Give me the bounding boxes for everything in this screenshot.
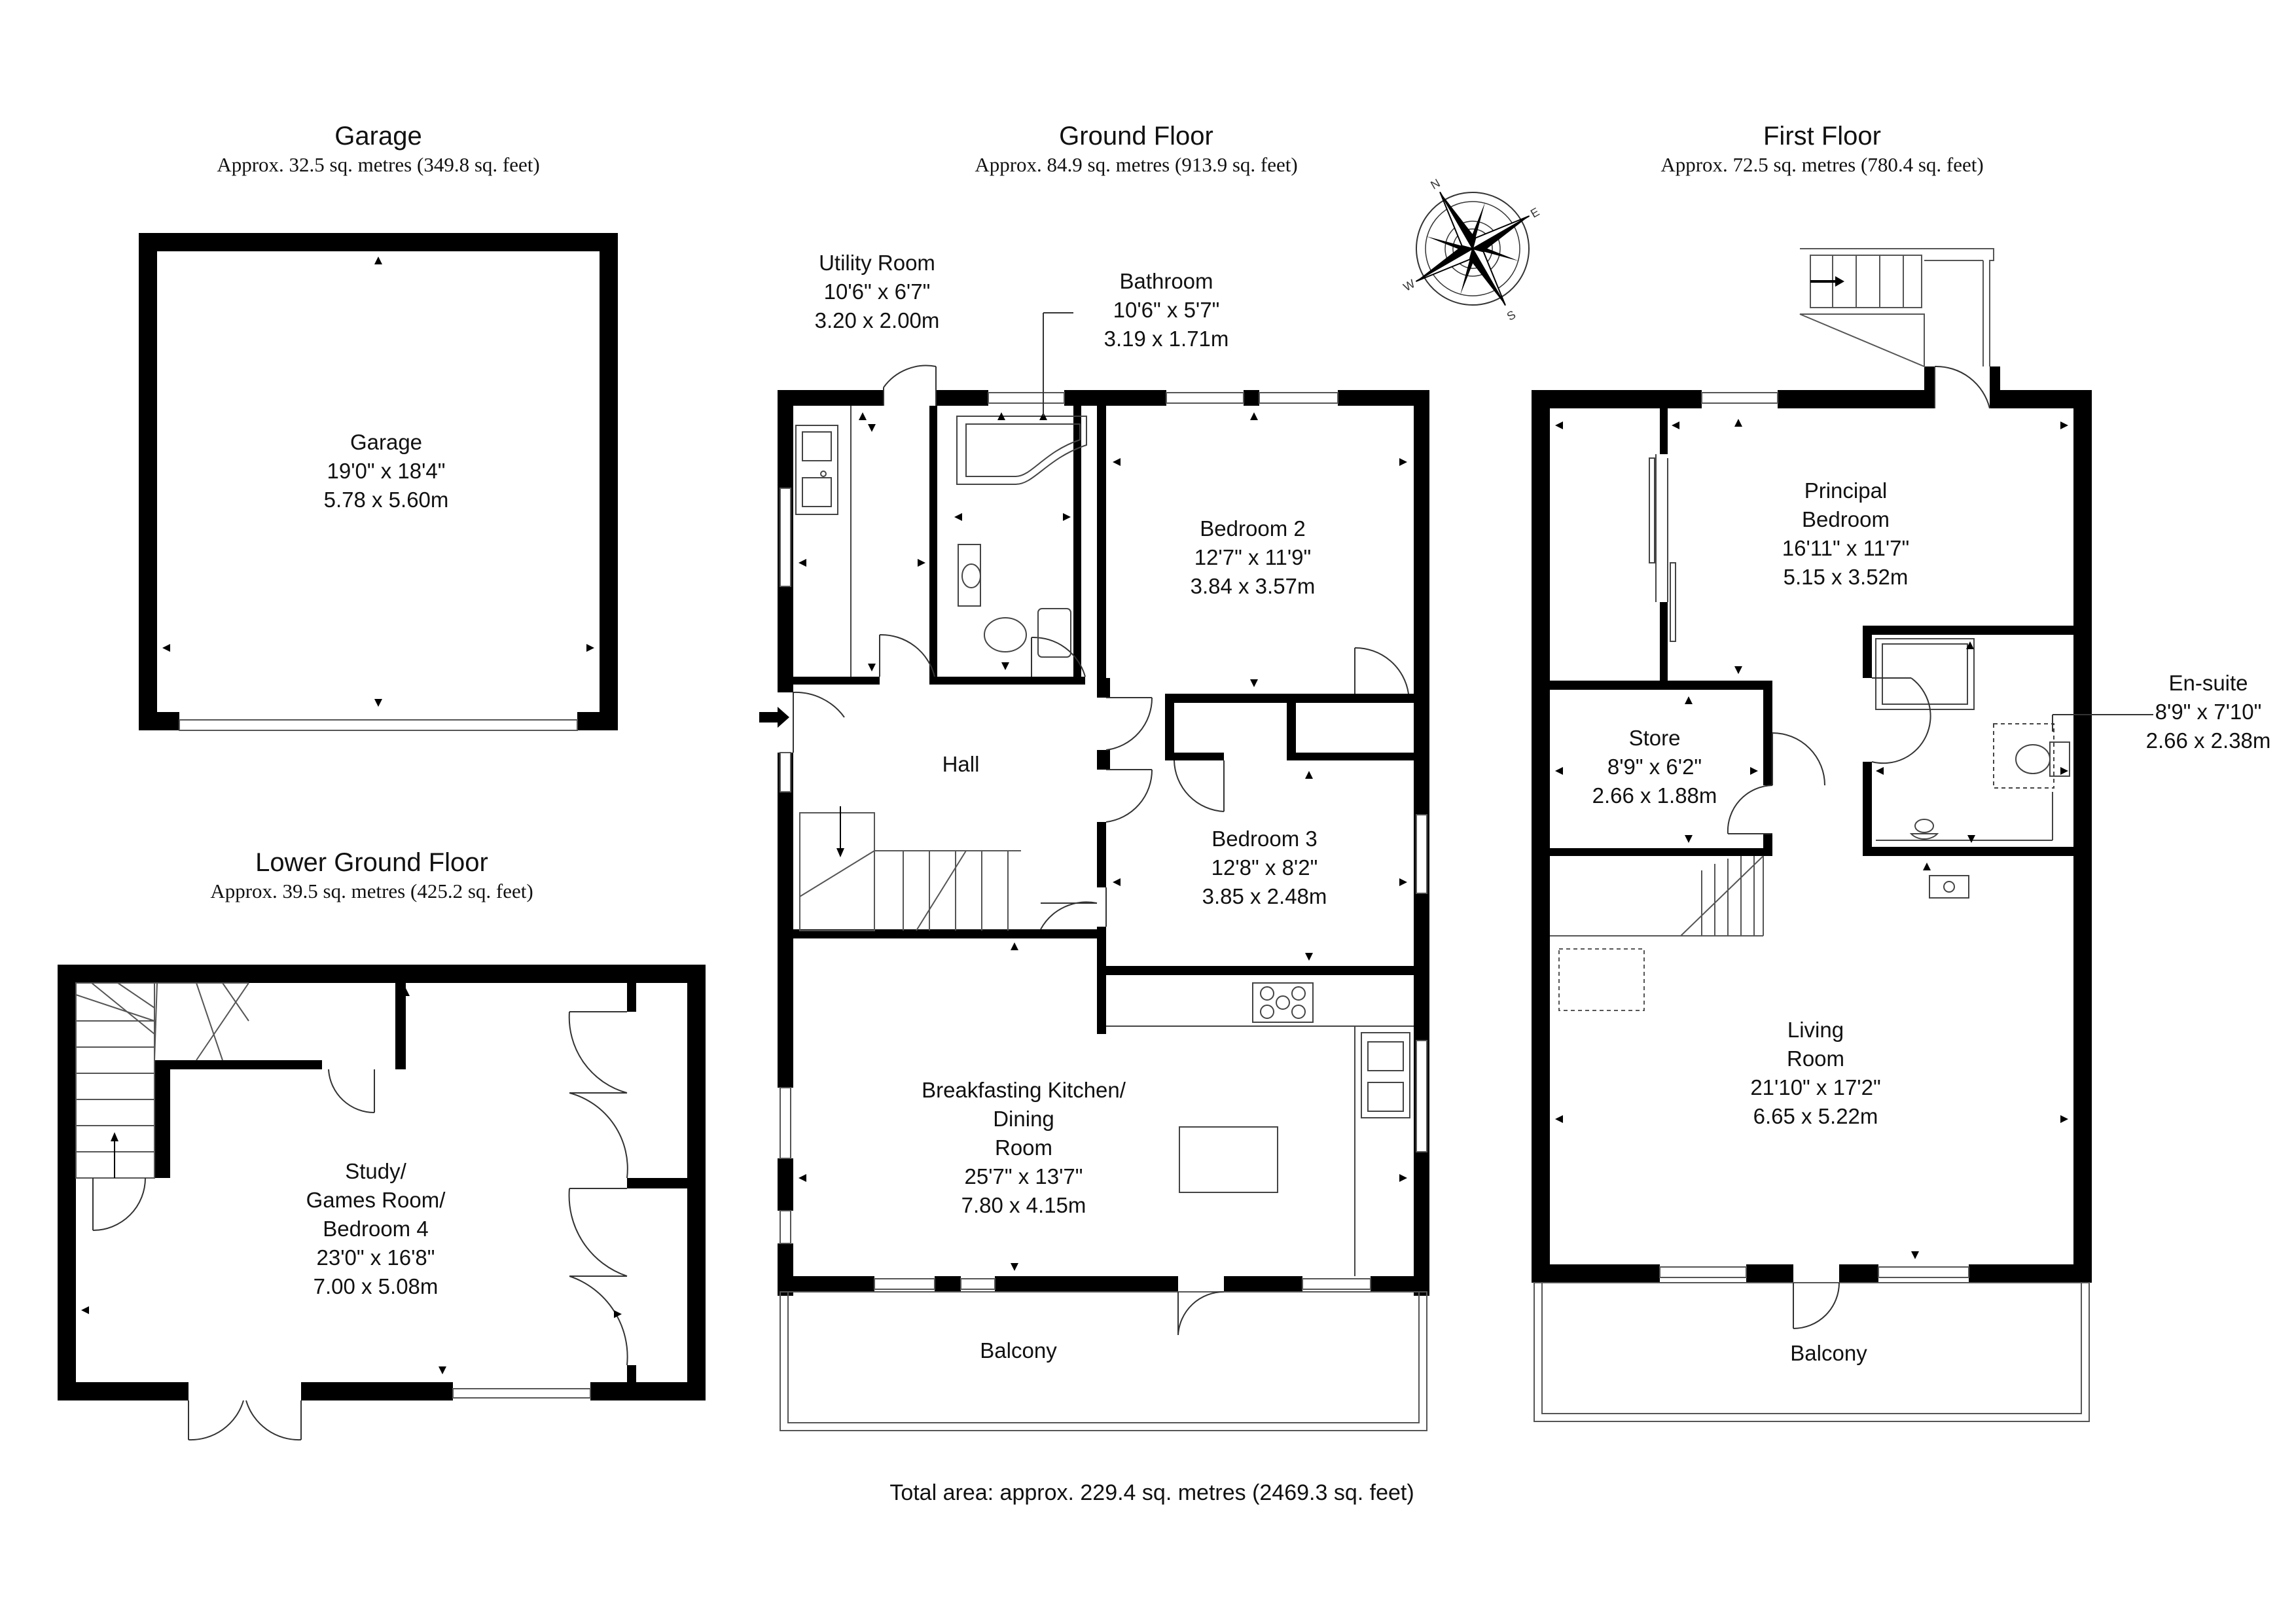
- floor-title: Garage: [334, 122, 422, 151]
- room-label-hall: Hall: [942, 750, 980, 779]
- room-imperial: 12'8" x 8'2": [1211, 855, 1318, 880]
- room-label-principal-bedroom: Principal Bedroom 16'11" x 11'7" 5.15 x …: [1782, 476, 1909, 592]
- room-name: Bedroom 3: [1211, 827, 1318, 851]
- room-label-bathroom: Bathroom 10'6" x 5'7" 3.19 x 1.71m: [1104, 267, 1229, 353]
- room-label-bedroom-2: Bedroom 2 12'7" x 11'9" 3.84 x 3.57m: [1191, 514, 1316, 601]
- floor-title: Lower Ground Floor: [255, 848, 488, 877]
- garage-header: Garage Approx. 32.5 sq. metres (349.8 sq…: [217, 120, 539, 178]
- room-imperial: 25'7" x 13'7": [964, 1164, 1083, 1188]
- compass-rose-icon: N E S W: [1401, 176, 1542, 323]
- floor-title: Ground Floor: [1059, 122, 1213, 151]
- room-name-line-1: Study/: [345, 1159, 406, 1183]
- room-label-balcony-ground: Balcony: [980, 1336, 1056, 1365]
- room-name: Garage: [350, 430, 423, 454]
- room-metric: 5.15 x 3.52m: [1783, 565, 1909, 589]
- room-name: Balcony: [980, 1338, 1057, 1363]
- garage-plan: [139, 233, 618, 731]
- room-metric: 7.80 x 4.15m: [961, 1193, 1086, 1217]
- room-name: Store: [1628, 726, 1681, 750]
- entrance-arrow-icon: [759, 707, 789, 728]
- room-imperial: 23'0" x 16'8": [316, 1245, 435, 1270]
- lower-ground-plan: [58, 965, 706, 1441]
- ground-floor-plan: [759, 312, 1429, 1431]
- floor-title: First Floor: [1763, 122, 1881, 151]
- ground-floor-header: Ground Floor Approx. 84.9 sq. metres (91…: [975, 120, 1297, 178]
- room-name: Bathroom: [1119, 269, 1213, 293]
- room-name-line-1: Breakfasting Kitchen/: [922, 1078, 1126, 1102]
- room-imperial: 16'11" x 11'7": [1782, 536, 1910, 560]
- room-imperial: 21'10" x 17'2": [1750, 1075, 1881, 1099]
- total-area: Total area: approx. 229.4 sq. metres (24…: [889, 1480, 1414, 1505]
- first-floor-plan: [1532, 248, 2153, 1422]
- room-metric: 6.65 x 5.22m: [1753, 1104, 1878, 1128]
- room-label-living-room: Living Room 21'10" x 17'2" 6.65 x 5.22m: [1750, 1016, 1880, 1131]
- room-imperial: 19'0" x 18'4": [327, 459, 446, 483]
- first-floor-header: First Floor Approx. 72.5 sq. metres (780…: [1660, 120, 1983, 178]
- room-imperial: 8'9" x 6'2": [1607, 755, 1702, 779]
- floor-area: Approx. 72.5 sq. metres (780.4 sq. feet): [1660, 153, 1984, 176]
- room-name: Utility Room: [819, 251, 935, 275]
- room-name-line-2: Room: [1786, 1046, 1845, 1071]
- room-label-garage: Garage 19'0" x 18'4" 5.78 x 5.60m: [324, 428, 449, 514]
- room-name-line-2: Dining: [993, 1107, 1054, 1131]
- room-metric: 7.00 x 5.08m: [313, 1274, 439, 1298]
- room-metric: 3.20 x 2.00m: [814, 308, 940, 332]
- room-imperial: 12'7" x 11'9": [1194, 545, 1312, 569]
- room-label-bedroom-3: Bedroom 3 12'8" x 8'2" 3.85 x 2.48m: [1202, 825, 1327, 911]
- room-name-line-1: Principal: [1804, 478, 1888, 503]
- room-name: En-suite: [2168, 671, 2248, 695]
- room-label-kitchen: Breakfasting Kitchen/ Dining Room 25'7" …: [922, 1076, 1126, 1220]
- lower-ground-header: Lower Ground Floor Approx. 39.5 sq. metr…: [210, 847, 533, 904]
- room-name-line-1: Living: [1787, 1018, 1844, 1042]
- room-label-utility: Utility Room 10'6" x 6'7" 3.20 x 2.00m: [815, 249, 940, 335]
- room-metric: 3.85 x 2.48m: [1202, 884, 1327, 908]
- room-label-ensuite: En-suite 8'9" x 7'10" 2.66 x 2.38m: [2146, 669, 2271, 755]
- room-metric: 2.66 x 2.38m: [2145, 728, 2271, 753]
- floor-area: Approx. 39.5 sq. metres (425.2 sq. feet): [210, 880, 533, 902]
- room-name: Hall: [942, 752, 980, 776]
- room-metric: 5.78 x 5.60m: [323, 488, 449, 512]
- room-name-line-2: Bedroom: [1802, 507, 1890, 531]
- room-label-store: Store 8'9" x 6'2" 2.66 x 1.88m: [1592, 724, 1717, 810]
- room-name-line-2: Games Room/: [306, 1188, 446, 1212]
- room-imperial: 10'6" x 5'7": [1113, 298, 1220, 322]
- room-name: Bedroom 2: [1200, 516, 1306, 541]
- room-label-balcony-first: Balcony: [1790, 1339, 1867, 1368]
- room-imperial: 8'9" x 7'10": [2155, 700, 2262, 724]
- room-name-line-3: Room: [994, 1135, 1053, 1160]
- room-metric: 3.84 x 3.57m: [1190, 574, 1316, 598]
- floor-area: Approx. 84.9 sq. metres (913.9 sq. feet): [975, 153, 1298, 176]
- floor-area: Approx. 32.5 sq. metres (349.8 sq. feet): [217, 153, 540, 176]
- room-label-study: Study/ Games Room/ Bedroom 4 23'0" x 16'…: [306, 1157, 446, 1301]
- room-metric: 3.19 x 1.71m: [1103, 327, 1229, 351]
- room-imperial: 10'6" x 6'7": [823, 279, 931, 304]
- room-name: Balcony: [1790, 1341, 1867, 1365]
- room-name-line-3: Bedroom 4: [323, 1217, 429, 1241]
- room-metric: 2.66 x 1.88m: [1592, 783, 1717, 808]
